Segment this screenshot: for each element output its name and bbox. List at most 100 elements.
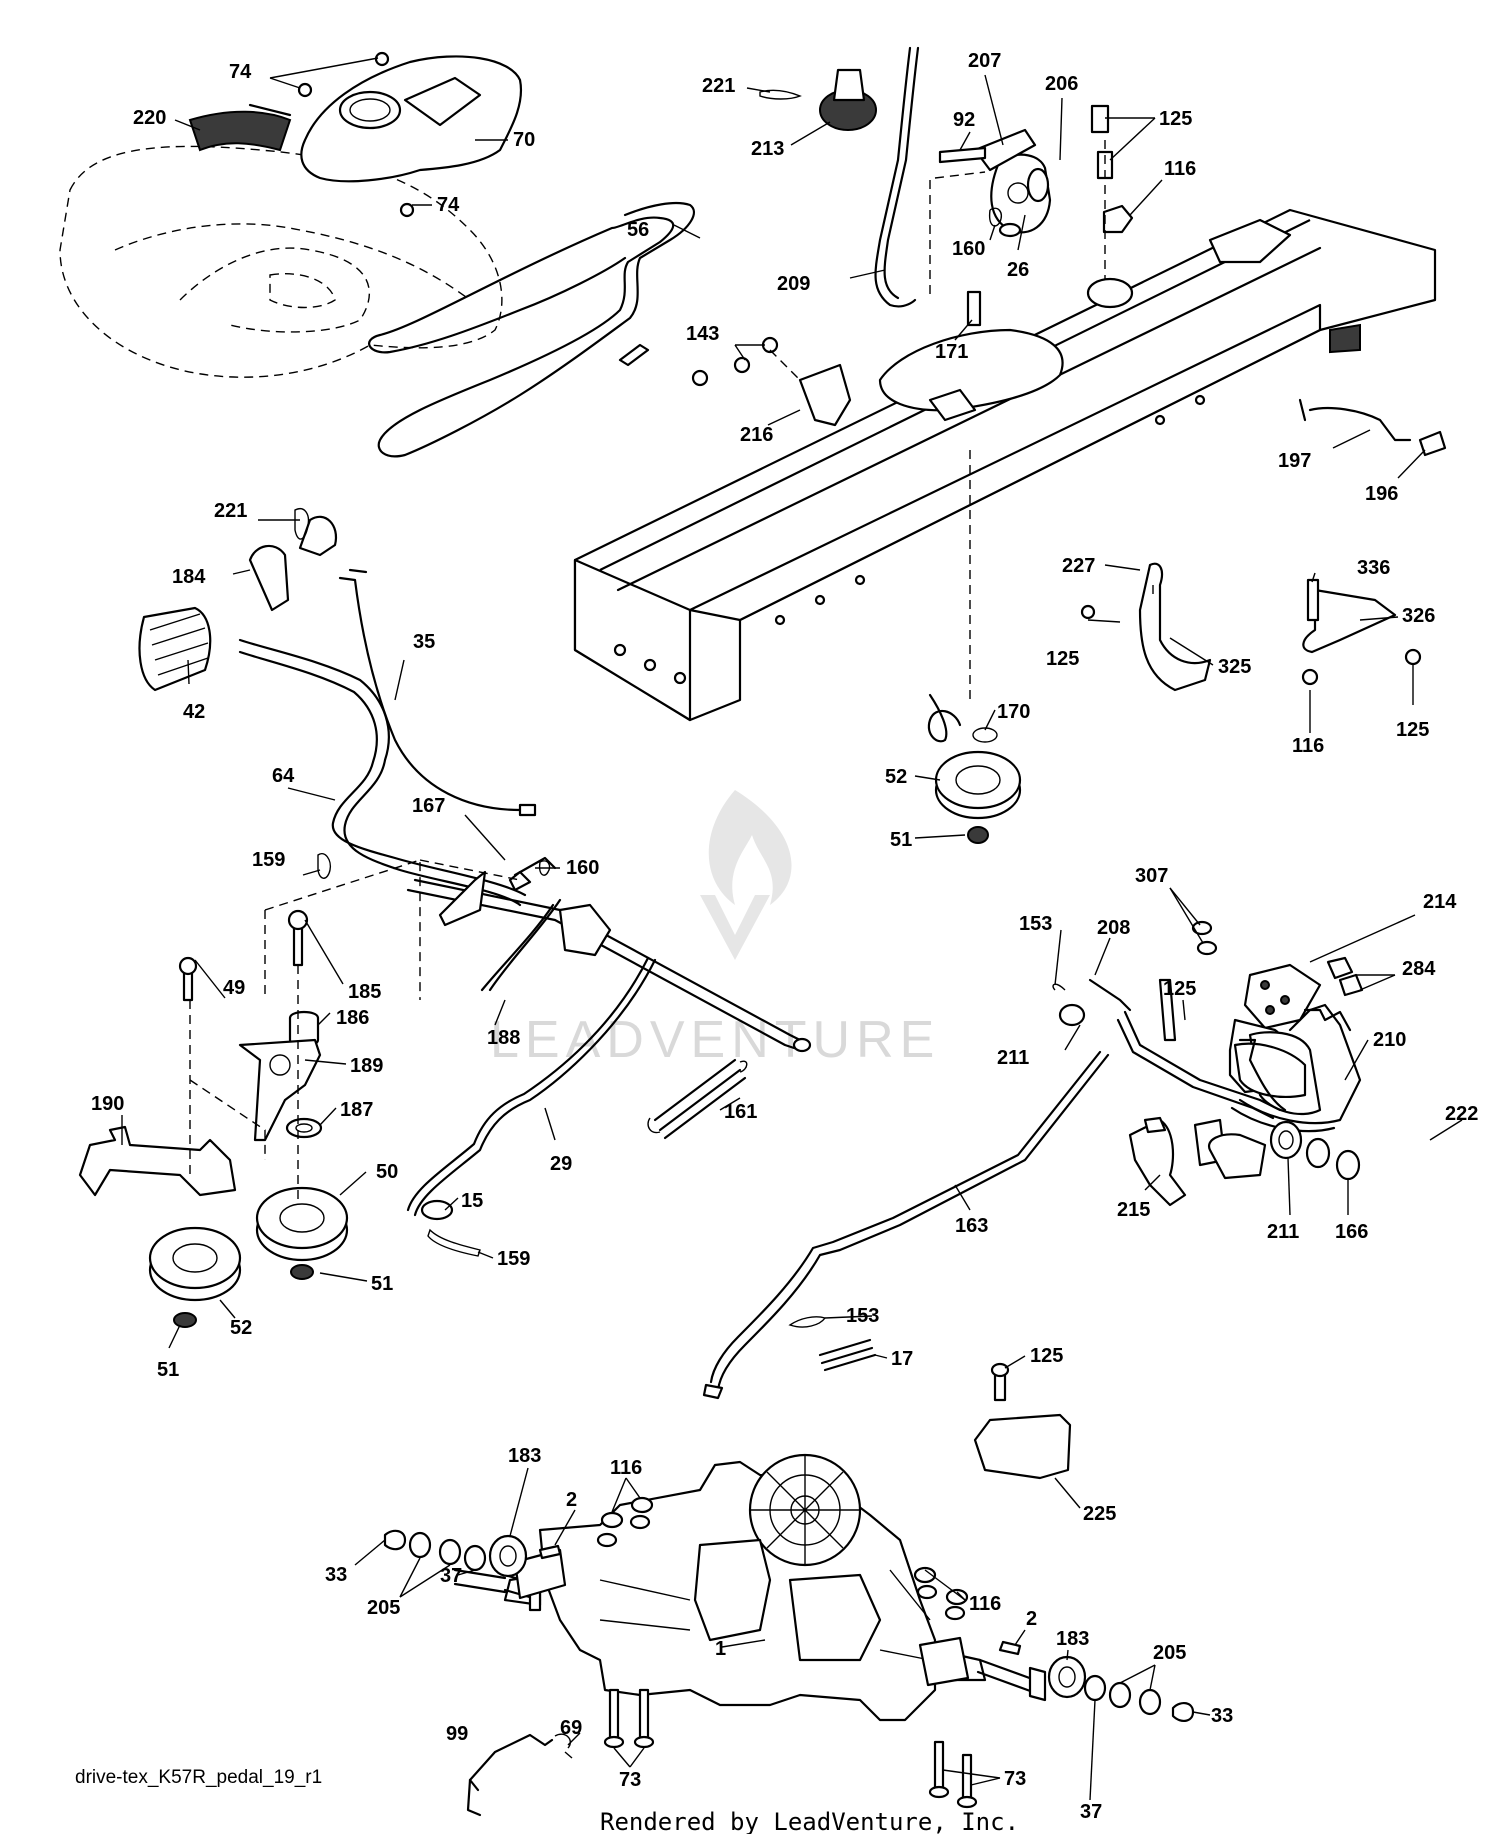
callout-207: 207 — [968, 50, 1001, 72]
callout-221: 221 — [702, 75, 735, 97]
leader-lines — [121, 57, 1463, 1801]
callout-220: 220 — [133, 107, 166, 129]
callout-222: 222 — [1445, 1103, 1478, 1125]
frame-bracket-216 — [733, 290, 982, 427]
callout-26: 26 — [1007, 259, 1029, 281]
callout-33: 33 — [1211, 1705, 1233, 1727]
transaxle-assembly — [453, 1453, 1047, 1722]
callout-52: 52 — [885, 766, 907, 788]
callout-125: 125 — [1396, 719, 1429, 741]
callout-189: 189 — [350, 1055, 383, 1077]
brake-bracket-group — [929, 104, 1134, 420]
callout-216: 216 — [740, 424, 773, 446]
callout-74: 74 — [229, 61, 252, 83]
spring-161 — [647, 1058, 748, 1140]
callout-50: 50 — [376, 1161, 398, 1183]
leadventure-watermark-logo: LEADVENTURE — [490, 790, 940, 1069]
axle-hardware-right — [913, 1566, 1195, 1722]
callout-225: 225 — [1083, 1503, 1116, 1525]
brackets-325-326 — [1080, 562, 1422, 692]
callout-196: 196 — [1365, 483, 1398, 505]
callout-143: 143 — [686, 323, 719, 345]
callout-2: 2 — [566, 1489, 577, 1511]
callout-17: 17 — [891, 1348, 913, 1370]
callout-214: 214 — [1423, 891, 1457, 913]
callout-51: 51 — [371, 1273, 393, 1295]
callout-336: 336 — [1357, 557, 1390, 579]
callout-190: 190 — [91, 1093, 124, 1115]
callout-183: 183 — [508, 1445, 541, 1467]
callout-227: 227 — [1062, 555, 1095, 577]
callout-159: 159 — [252, 849, 285, 871]
callout-205: 205 — [1153, 1642, 1186, 1664]
callout-69: 69 — [560, 1717, 582, 1739]
callout-73: 73 — [619, 1769, 641, 1791]
callout-208: 208 — [1097, 917, 1130, 939]
mount-bolts-73 — [466, 1688, 978, 1817]
callout-160: 160 — [952, 238, 985, 260]
callout-125: 125 — [1159, 108, 1192, 130]
render-credit: Rendered by LeadVenture, Inc. — [600, 1808, 1019, 1834]
callout-2: 2 — [1026, 1608, 1037, 1630]
seat-pan-assembly — [59, 51, 523, 378]
drive-belt-56 — [368, 201, 695, 458]
diagram-filename: drive-tex_K57R_pedal_19_r1 — [75, 1767, 322, 1788]
shift-lever-assembly — [759, 46, 920, 308]
callout-160: 160 — [566, 857, 599, 879]
tractor-frame — [573, 208, 1447, 722]
callout-206: 206 — [1045, 73, 1078, 95]
callout-197: 197 — [1278, 450, 1311, 472]
callout-215: 215 — [1117, 1199, 1150, 1221]
callout-163: 163 — [955, 1215, 988, 1237]
callout-209: 209 — [777, 273, 810, 295]
callout-125: 125 — [1163, 978, 1196, 1000]
callout-183: 183 — [1056, 1628, 1089, 1650]
callout-33: 33 — [325, 1564, 347, 1586]
callout-42: 42 — [183, 701, 205, 723]
callout-73: 73 — [1004, 1768, 1026, 1790]
callout-49: 49 — [223, 977, 245, 999]
callout-70: 70 — [513, 129, 535, 151]
callout-37: 37 — [1080, 1801, 1102, 1823]
callout-64: 64 — [272, 765, 295, 787]
callout-187: 187 — [340, 1099, 373, 1121]
callout-37: 37 — [440, 1565, 462, 1587]
callout-161: 161 — [724, 1101, 757, 1123]
callout-170: 170 — [997, 701, 1030, 723]
callout-51: 51 — [890, 829, 912, 851]
callout-1: 1 — [715, 1638, 726, 1660]
callout-205: 205 — [367, 1597, 400, 1619]
callout-116: 116 — [969, 1593, 1001, 1615]
callout-56: 56 — [627, 219, 649, 241]
callout-171: 171 — [935, 341, 968, 363]
part-number-labels: 74 220 70 74 221 213 207 206 92 125 116 … — [91, 50, 1478, 1823]
callout-51: 51 — [157, 1359, 179, 1381]
pedal-shaft-assembly — [264, 853, 812, 1053]
callout-307: 307 — [1135, 865, 1168, 887]
callout-15: 15 — [461, 1190, 483, 1212]
callout-167: 167 — [412, 795, 445, 817]
watermark-text: LEADVENTURE — [490, 1011, 940, 1069]
callout-166: 166 — [1335, 1221, 1368, 1243]
callout-116: 116 — [610, 1457, 642, 1479]
callout-284: 284 — [1402, 958, 1436, 980]
callout-153: 153 — [846, 1305, 879, 1327]
callout-92: 92 — [953, 109, 975, 131]
callout-211: 211 — [997, 1047, 1029, 1069]
callout-99: 99 — [446, 1723, 468, 1745]
callout-221: 221 — [214, 500, 247, 522]
callout-188: 188 — [487, 1027, 520, 1049]
callout-210: 210 — [1373, 1029, 1406, 1051]
callout-153: 153 — [1019, 913, 1052, 935]
brake-rod-29 — [406, 956, 657, 1257]
callout-185: 185 — [348, 981, 381, 1003]
callout-325: 325 — [1218, 656, 1251, 678]
callout-186: 186 — [336, 1007, 369, 1029]
callout-213: 213 — [751, 138, 784, 160]
callout-125: 125 — [1046, 648, 1079, 670]
callout-29: 29 — [550, 1153, 572, 1175]
callout-35: 35 — [413, 631, 435, 653]
callout-326: 326 — [1402, 605, 1435, 627]
axle-hardware-left — [383, 1496, 654, 1578]
